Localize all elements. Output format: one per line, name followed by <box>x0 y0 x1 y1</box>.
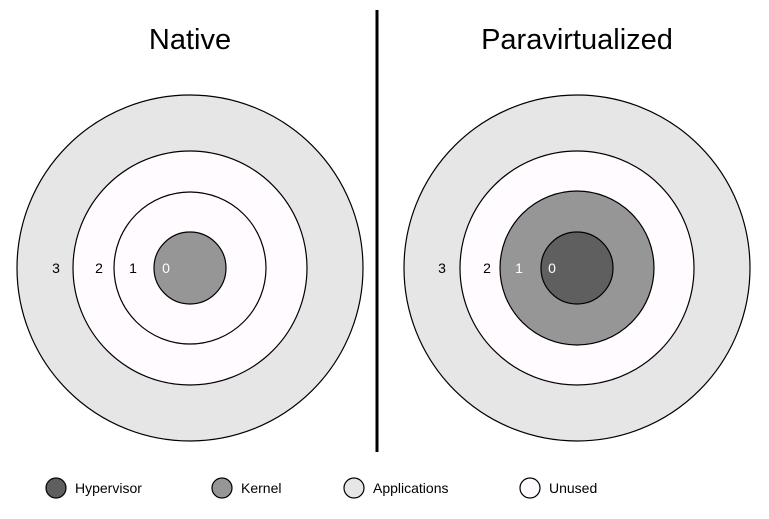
native-ring-label-2: 2 <box>95 260 103 276</box>
native-title: Native <box>149 24 231 56</box>
legend-label-hypervisor: Hypervisor <box>75 480 142 496</box>
native-ring-label-0: 0 <box>162 260 170 276</box>
native-ring-diagram: 3 2 1 0 <box>16 94 364 442</box>
paravirtualized-ring-label-2: 2 <box>483 260 491 276</box>
paravirtualized-ring-label-3: 3 <box>438 260 446 276</box>
native-ring-0 <box>153 231 227 305</box>
legend-swatch-unused <box>519 477 541 499</box>
paravirtualized-ring-label-0: 0 <box>548 260 556 276</box>
legend-swatch-applications <box>343 477 365 499</box>
legend: Hypervisor Kernel Applications Unused <box>45 477 597 499</box>
paravirtualized-ring-diagram: 3 2 1 0 <box>403 94 751 442</box>
native-ring-label-1: 1 <box>129 260 137 276</box>
native-ring-label-3: 3 <box>52 260 60 276</box>
paravirtualized-title: Paravirtualized <box>481 24 673 56</box>
legend-label-unused: Unused <box>549 480 597 496</box>
paravirtualized-ring-label-1: 1 <box>515 260 523 276</box>
legend-label-applications: Applications <box>373 480 449 496</box>
paravirtualized-ring-0 <box>540 231 614 305</box>
legend-swatch-kernel <box>211 477 233 499</box>
legend-label-kernel: Kernel <box>241 480 281 496</box>
legend-swatch-hypervisor <box>45 477 67 499</box>
